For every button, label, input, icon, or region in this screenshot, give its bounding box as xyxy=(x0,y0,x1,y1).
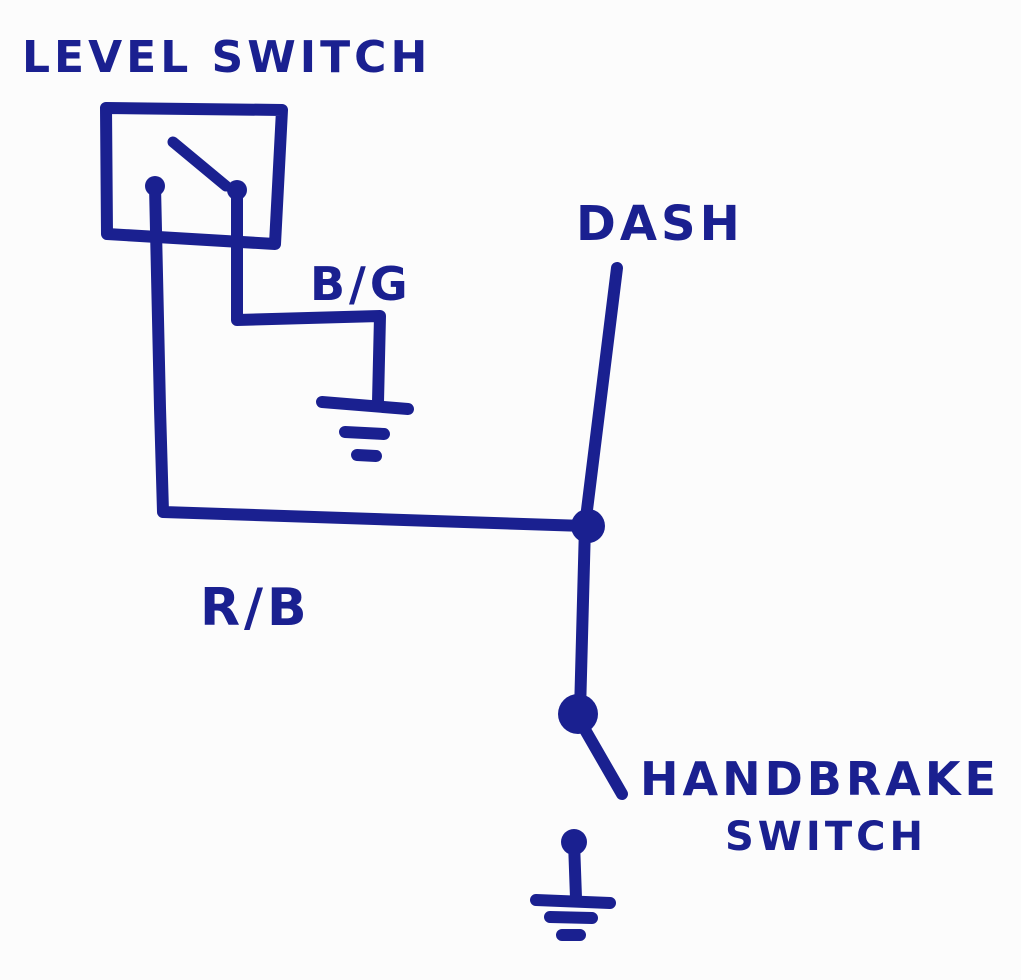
bg-wire xyxy=(231,184,386,408)
dash-wire xyxy=(579,262,623,532)
ground-symbol-level-switch xyxy=(316,396,414,462)
level-switch-label: LEVEL SWITCH xyxy=(22,32,431,83)
ground-symbol-handbrake xyxy=(530,836,616,941)
rb-wire-label: R/B xyxy=(200,578,311,638)
handbrake-wire xyxy=(574,520,591,718)
handbrake-label-line2: SWITCH xyxy=(725,814,927,860)
dash-label: DASH xyxy=(576,196,744,252)
handbrake-switch-blade xyxy=(578,722,628,800)
level-switch-box xyxy=(100,102,288,250)
handbrake-label-line1: HANDBRAKE xyxy=(640,752,1000,806)
level-switch-blade xyxy=(167,136,232,192)
rb-wire xyxy=(149,180,591,532)
bg-wire-label: B/G xyxy=(310,257,412,311)
